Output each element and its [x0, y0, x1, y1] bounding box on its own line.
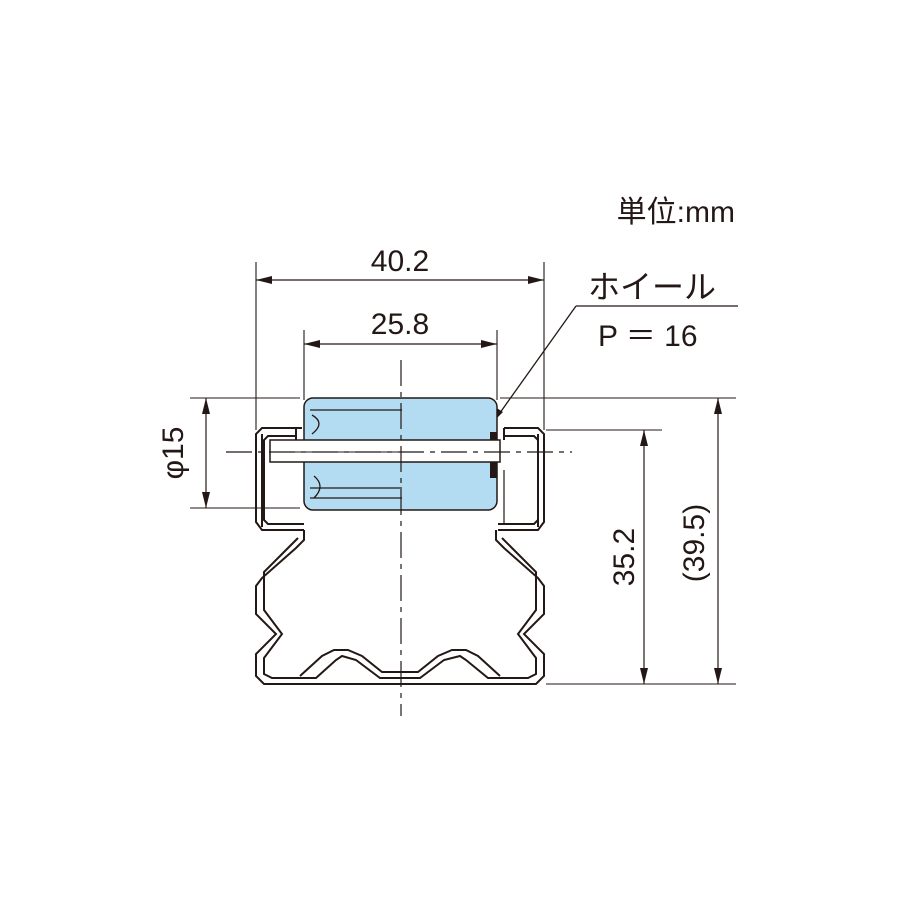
extension-lines	[190, 262, 736, 685]
wheel-diameter-dimension	[202, 398, 210, 508]
overall-width-dimension	[256, 276, 544, 284]
wheel-width-label: 25.8	[371, 308, 429, 341]
rail-profile	[255, 427, 545, 685]
unit-label: 単位:mm	[617, 196, 735, 229]
overall-width-label: 40.2	[371, 245, 429, 278]
total-height-label: (39.5)	[678, 504, 711, 582]
total-height-dimension	[714, 398, 722, 684]
rail-height-label: 35.2	[608, 528, 641, 586]
axle	[269, 439, 501, 463]
rail-height-dimension	[640, 430, 648, 684]
wheel-diameter-label: φ15	[157, 427, 190, 480]
callout-title: ホイール	[588, 269, 716, 305]
callout-pitch: P ＝ 16	[598, 320, 698, 353]
wheel-width-dimension	[304, 340, 497, 348]
center-lines	[226, 360, 572, 716]
